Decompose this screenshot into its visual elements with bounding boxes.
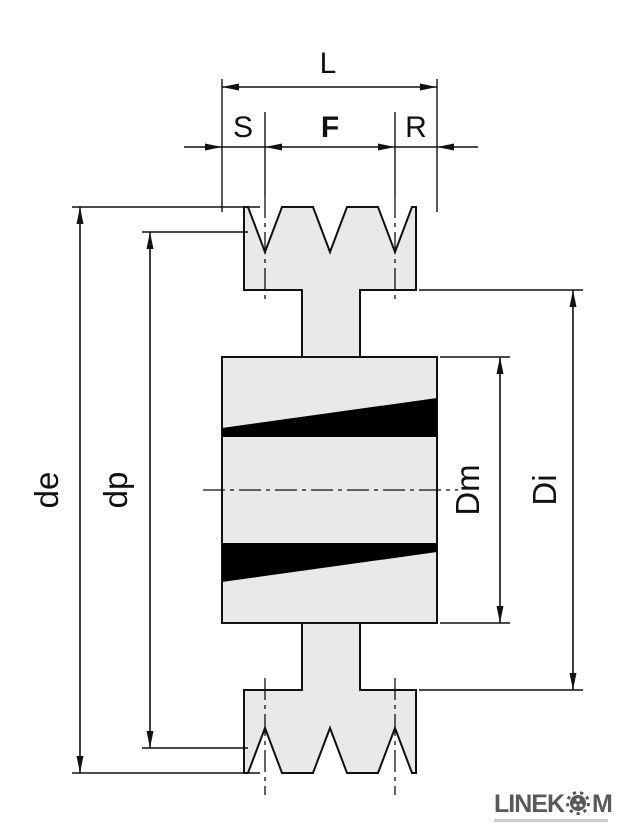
logo-text-right: M xyxy=(592,790,614,818)
label-S: S xyxy=(233,111,253,144)
dimension-dp: dp xyxy=(97,231,248,749)
dimension-Di: Di xyxy=(419,289,583,691)
dimension-L: L xyxy=(221,47,438,212)
dimension-de: de xyxy=(28,206,260,774)
label-L: L xyxy=(320,47,337,80)
logo-text-left: LINEK xyxy=(494,790,566,818)
logo-tagline xyxy=(494,819,608,822)
label-R: R xyxy=(405,111,427,144)
pulley-bottom-rim xyxy=(243,622,417,774)
dimension-S-F-R: S F R xyxy=(184,111,478,196)
label-Di: Di xyxy=(526,474,563,505)
label-F: F xyxy=(321,111,339,144)
pulley-top-rim xyxy=(243,206,417,358)
label-Dm: Dm xyxy=(449,464,486,515)
taper-wedge-lower xyxy=(222,543,437,582)
logo: LINEK M xyxy=(494,790,614,822)
dimension-Dm: Dm xyxy=(440,356,510,624)
gear-icon xyxy=(566,791,590,815)
taper-wedge-upper xyxy=(222,398,437,437)
label-dp: dp xyxy=(97,472,134,509)
label-de: de xyxy=(28,472,65,509)
